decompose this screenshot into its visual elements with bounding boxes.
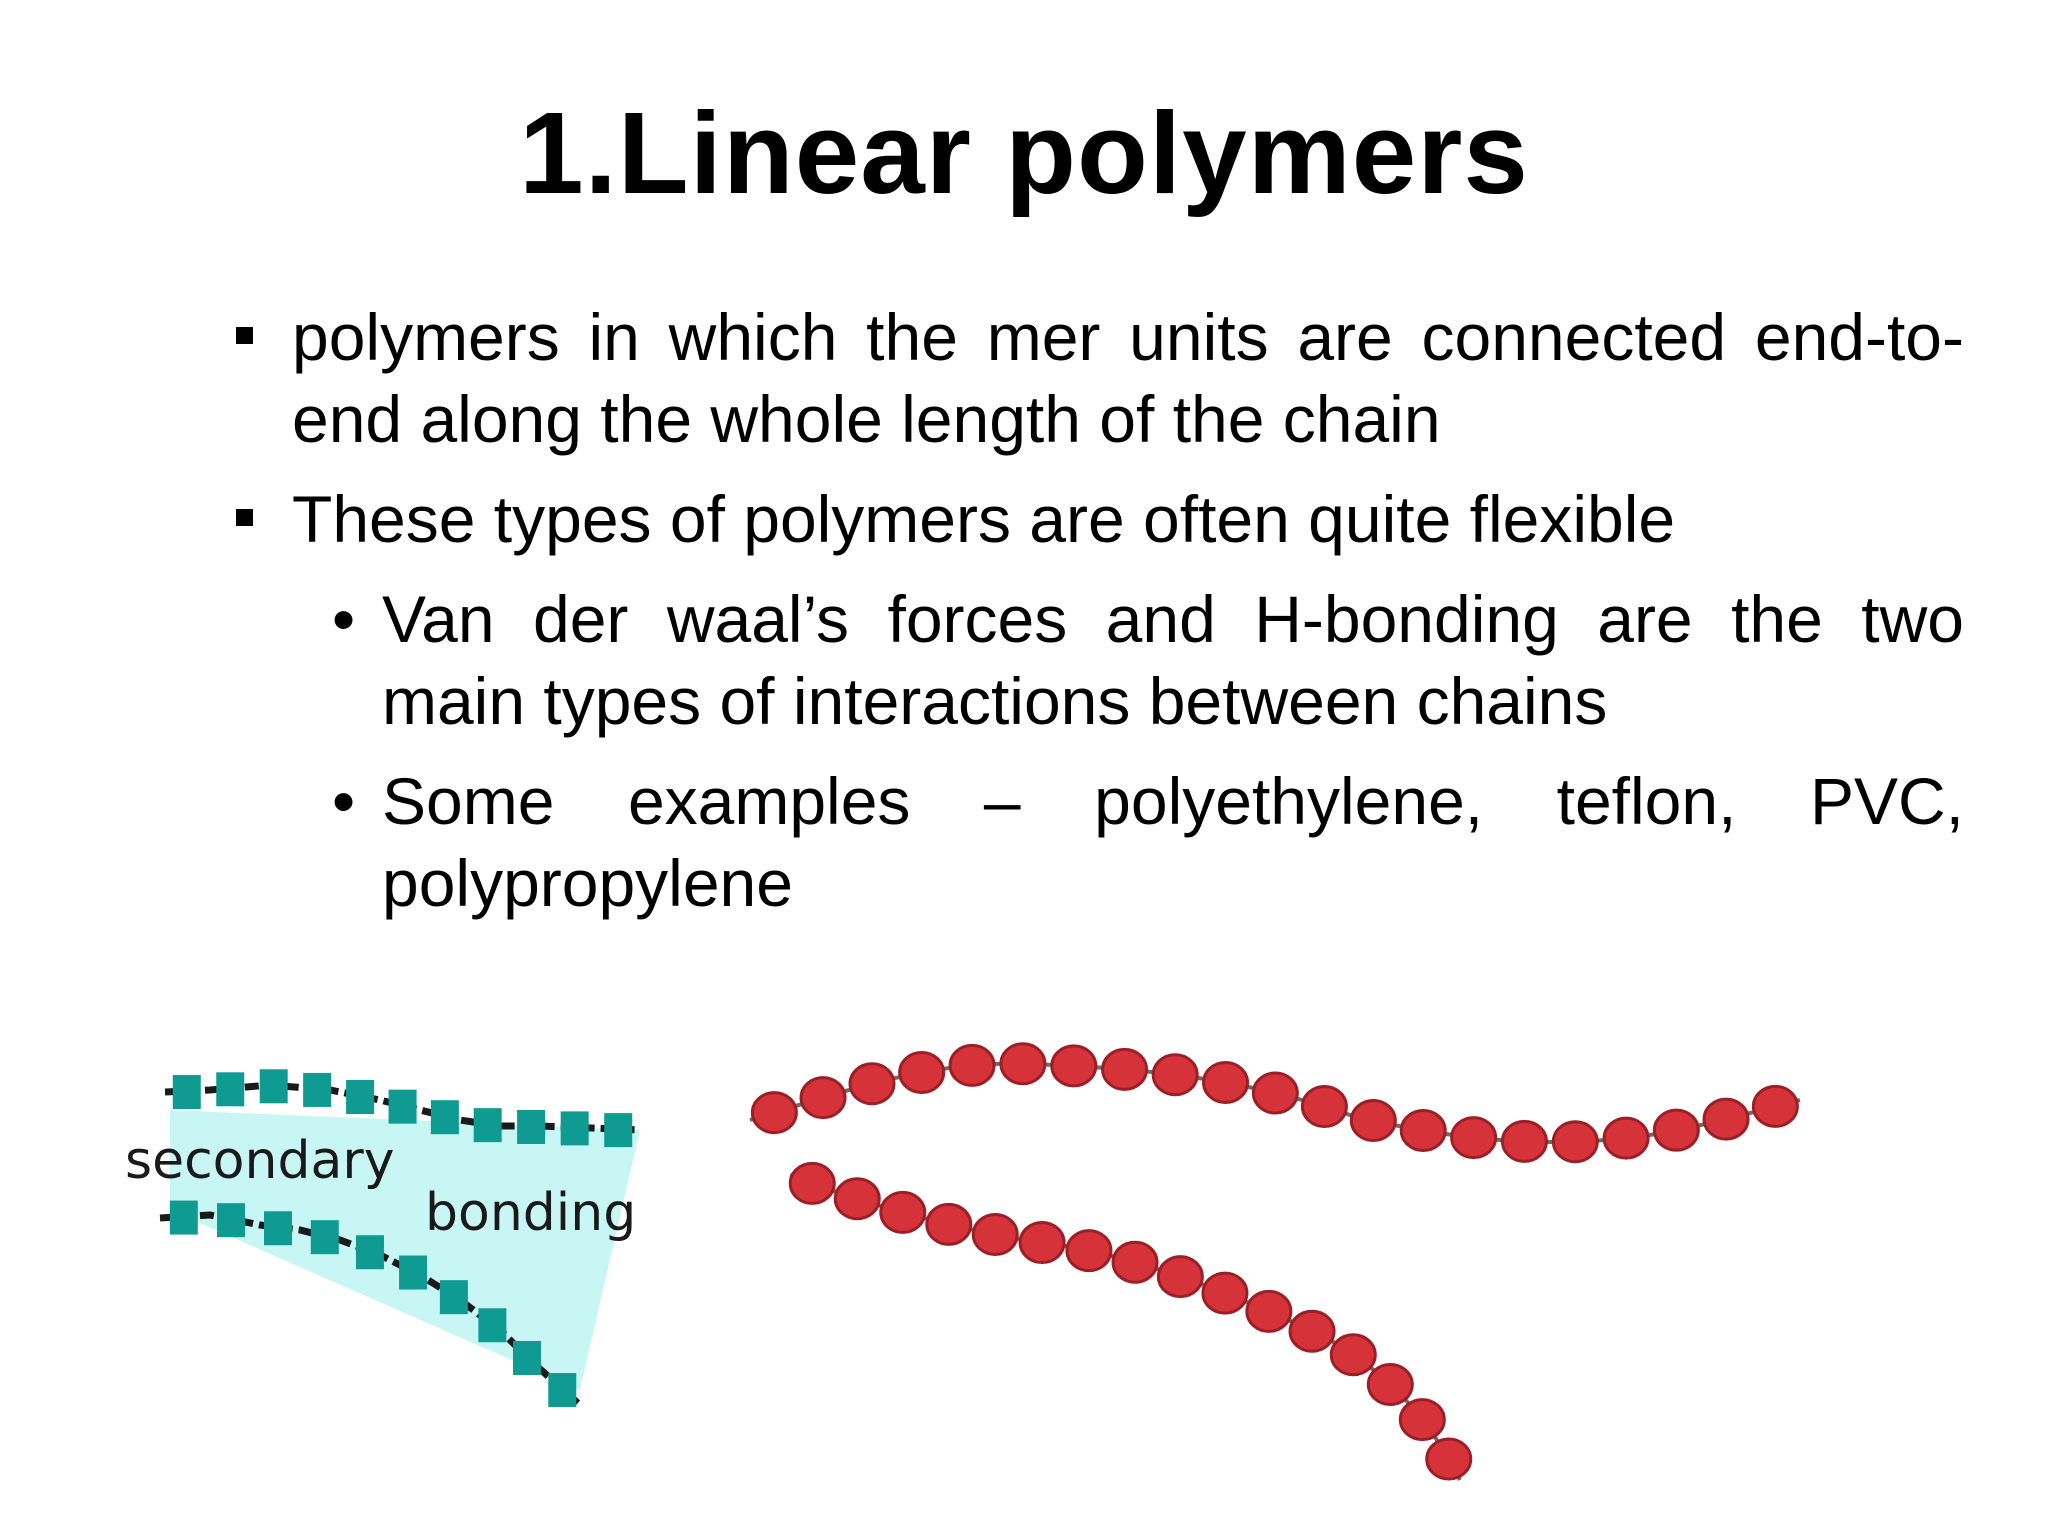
polymer-bead (1101, 1047, 1149, 1091)
polymer-bead (1202, 1060, 1250, 1104)
mer-unit (172, 1075, 201, 1110)
mer-unit (388, 1089, 417, 1124)
polymer-bead (1425, 1437, 1473, 1481)
polymer-bead (788, 1161, 836, 1205)
polymer-bead (999, 1042, 1047, 1086)
polymer-bead (898, 1050, 946, 1094)
polymer-bead (1349, 1099, 1397, 1143)
polymer-bead (1018, 1221, 1066, 1265)
polymer-bead (948, 1043, 996, 1087)
square-bullet-icon (236, 509, 253, 526)
polymer-bead (1500, 1119, 1548, 1163)
mer-unit (512, 1340, 541, 1375)
polymer-bead (879, 1190, 927, 1234)
mer-unit (259, 1069, 288, 1104)
polymer-bead (1201, 1271, 1249, 1315)
mer-unit (217, 1203, 246, 1238)
secondary-bonding-figure: secondary bonding (125, 1069, 641, 1408)
polymer-bead (848, 1062, 896, 1106)
lower-bead-chain (788, 1161, 1473, 1481)
polymer-bead (833, 1177, 881, 1221)
polymer-bead (1450, 1116, 1498, 1160)
mer-unit (517, 1110, 546, 1144)
polymer-bead (1300, 1085, 1348, 1129)
polymer-bead (1329, 1333, 1377, 1377)
sub-bullet-text: Van der waal’s forces and H-bonding are … (382, 582, 1964, 738)
upper-bead-chain (750, 1042, 1799, 1164)
polymer-bead (1065, 1229, 1113, 1273)
sub-bullet-item: • Van der waal’s forces and H-bonding ar… (332, 578, 1964, 742)
polymer-bead (1151, 1053, 1199, 1097)
polymer-bead (1652, 1108, 1700, 1152)
polymer-bead (971, 1212, 1019, 1256)
mer-unit (216, 1072, 245, 1107)
bullet-item: These types of polymers are often quite … (228, 478, 1964, 560)
polymer-bead (1398, 1398, 1446, 1442)
polymer-bead (1251, 1071, 1299, 1115)
bullet-item: polymers in which the mer units are conn… (228, 296, 1964, 460)
mer-unit (604, 1113, 633, 1148)
mer-unit (478, 1308, 507, 1343)
polymer-bead (1111, 1240, 1159, 1284)
mer-unit (264, 1211, 293, 1246)
lower-chain-units (169, 1200, 577, 1408)
bonding-label: bonding (425, 1183, 636, 1243)
mer-unit (355, 1235, 384, 1270)
mer-unit (430, 1100, 459, 1135)
polymer-bead (1751, 1084, 1799, 1128)
polymer-bead (1366, 1363, 1414, 1407)
dot-bullet-icon: • (332, 764, 356, 838)
mer-unit (310, 1220, 339, 1255)
polymer-bead (1245, 1289, 1293, 1333)
square-bullet-icon (236, 327, 253, 344)
polymer-bead (1602, 1116, 1650, 1160)
bullet-text: polymers in which the mer units are conn… (292, 300, 1964, 456)
mer-unit (399, 1255, 428, 1290)
dot-bullet-icon: • (332, 582, 356, 656)
polymer-bead (750, 1091, 798, 1135)
mer-unit (473, 1108, 502, 1143)
polymer-bead (1050, 1044, 1098, 1088)
polymer-bead (799, 1076, 847, 1120)
mer-unit (560, 1111, 589, 1146)
sub-bullet-text: Some examples – polyethylene, teflon, PV… (382, 764, 1964, 920)
polymer-bead (1156, 1255, 1204, 1299)
polymer-bead (1399, 1108, 1447, 1152)
slide-title: 1.Linear polymers (519, 88, 1529, 218)
polymer-bead (1551, 1120, 1599, 1164)
mer-unit (169, 1200, 198, 1235)
sub-bullet-item: • Some examples – polyethylene, teflon, … (332, 760, 1964, 924)
secondary-label: secondary (125, 1131, 394, 1191)
polymer-bead (1702, 1097, 1750, 1141)
upper-chain-units (172, 1069, 633, 1148)
mer-unit (303, 1072, 332, 1107)
bonding-region (170, 1110, 640, 1390)
linear-chain-beads-figure (749, 1042, 1801, 1481)
bullet-text: These types of polymers are often quite … (292, 482, 1676, 556)
mer-unit (346, 1080, 375, 1115)
polymer-bead (1288, 1309, 1336, 1353)
mer-unit (548, 1373, 577, 1408)
bullet-list: polymers in which the mer units are conn… (228, 296, 1964, 942)
polymer-bead (925, 1202, 973, 1246)
mer-unit (439, 1280, 468, 1315)
